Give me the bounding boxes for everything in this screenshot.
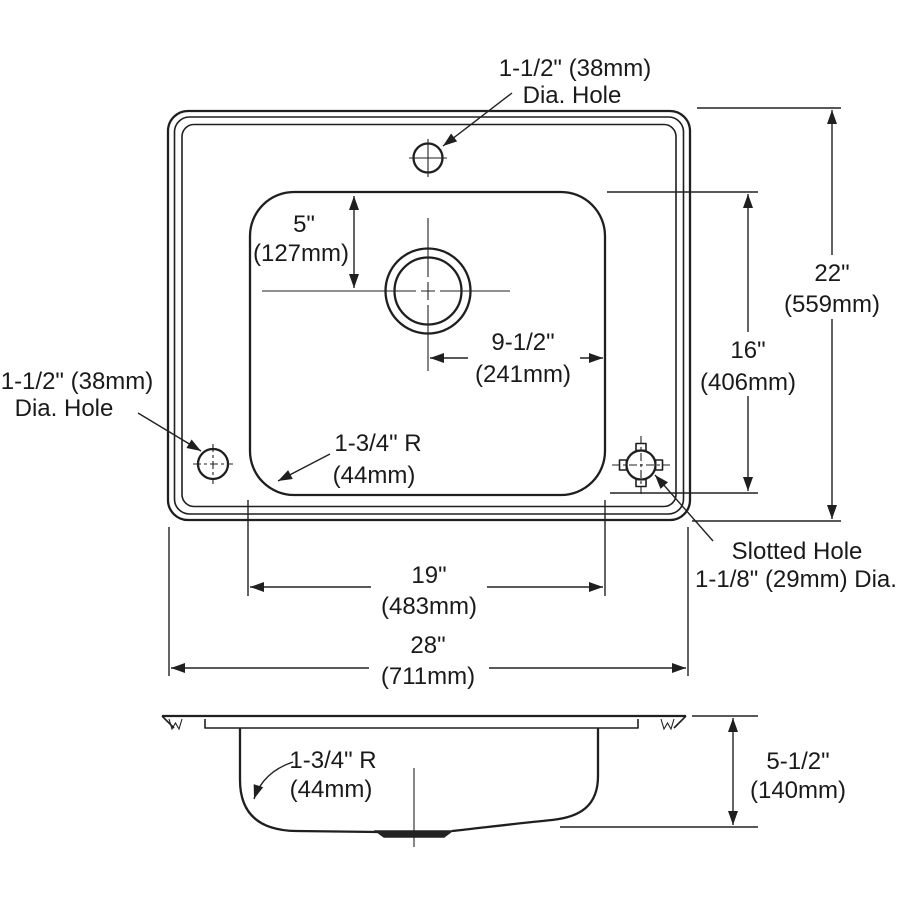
dim-drain-to-right-inches: 9-1/2" [491, 329, 554, 356]
sink-deck-edge [181, 123, 677, 508]
slotted-hole-tab-bottom [635, 478, 647, 488]
label-bowl-radius: 1-3/4" R (44mm) [277, 430, 422, 489]
dim-bowl-width-text-mask [371, 557, 487, 621]
plan-view: 5" (127mm) 9-1/2" (241mm) 16" (406mm) 22… [1, 55, 897, 691]
dim-drain-to-right: 9-1/2" (241mm) [430, 327, 603, 389]
label-bowl-radius-line1: 1-3/4" R [334, 430, 421, 457]
dim-depth-inches: 5-1/2" [766, 748, 829, 775]
leader-top-hole [442, 92, 513, 147]
dim-bowl-front-back-inches: 16" [730, 337, 765, 364]
dim-overall-front-back-mm: (559mm) [784, 291, 880, 318]
label-top-hole-line2: Dia. Hole [523, 82, 622, 109]
side-rim-bottom-line [204, 719, 639, 729]
label-side-radius-line2: (44mm) [290, 776, 373, 803]
dim-bowl-front-back: 16" (406mm) [607, 191, 801, 494]
label-left-hole-line2: Dia. Hole [15, 395, 114, 422]
dim-drain-from-top: 5" (127mm) [253, 196, 359, 288]
label-left-hole: 1-1/2" (38mm) Dia. Hole [1, 368, 202, 452]
label-top-hole-line1: 1-1/2" (38mm) [499, 55, 652, 82]
label-bowl-radius-line2: (44mm) [333, 462, 416, 489]
dim-overall-front-back-text-mask [779, 255, 885, 319]
faucet-hole-left [193, 444, 233, 484]
bowl-outline [248, 190, 607, 497]
side-bowl-right-profile [451, 728, 600, 833]
dim-drain-from-top-inches: 5" [293, 211, 315, 238]
leader-bowl-radius [277, 453, 331, 482]
slotted-hole-tab-right [654, 459, 664, 471]
dim-overall-front-back: 22" (559mm) [692, 107, 885, 522]
label-left-hole-line1: 1-1/2" (38mm) [1, 368, 154, 395]
dim-bowl-width-mm: (483mm) [381, 593, 477, 620]
label-side-radius-line1: 1-3/4" R [289, 747, 376, 774]
dim-overall-width: 28" (711mm) [168, 527, 689, 691]
side-view: 1-3/4" R (44mm) 5-1/2" (140mm) [161, 714, 846, 847]
dim-depth: 5-1/2" (140mm) [560, 715, 846, 828]
label-slotted-hole: Slotted Hole 1-1/8" (29mm) Dia. [654, 474, 897, 593]
leader-left-hole [137, 412, 202, 452]
sink-outer-edge [166, 109, 692, 522]
leader-side-radius [253, 761, 294, 800]
side-rim-left-cap [161, 715, 175, 729]
slotted-hole [612, 436, 670, 494]
mounting-clip-left [168, 718, 183, 731]
dim-bowl-width-inches: 19" [411, 562, 446, 589]
side-bowl-left-profile [238, 728, 379, 834]
sink-rim-edge [173, 116, 685, 515]
dim-overall-front-back-inches: 22" [814, 260, 849, 287]
mounting-clip-right [660, 718, 675, 731]
drain-opening [262, 218, 510, 371]
dim-drain-from-top-mm: (127mm) [253, 240, 349, 267]
label-slotted-hole-line2: 1-1/8" (29mm) Dia. [695, 566, 897, 593]
dim-drain-to-right-text-mask [468, 327, 580, 389]
faucet-hole-top [409, 139, 447, 177]
side-rim-right-cap [673, 715, 687, 729]
dim-overall-width-inches: 28" [410, 632, 445, 659]
dim-bowl-front-back-text-mask [695, 332, 801, 396]
label-top-hole: 1-1/2" (38mm) Dia. Hole [442, 55, 652, 147]
dim-drain-to-right-mm: (241mm) [475, 361, 571, 388]
leader-slotted-hole [654, 474, 714, 542]
label-slotted-hole-line1: Slotted Hole [732, 538, 863, 565]
label-side-radius: 1-3/4" R (44mm) [253, 747, 377, 803]
dim-overall-width-mm: (711mm) [381, 663, 475, 690]
dim-bowl-front-back-mm: (406mm) [700, 369, 796, 396]
dim-overall-width-text-mask [369, 629, 489, 691]
dim-depth-mm: (140mm) [750, 777, 846, 804]
dim-bowl-width: 19" (483mm) [247, 500, 606, 621]
